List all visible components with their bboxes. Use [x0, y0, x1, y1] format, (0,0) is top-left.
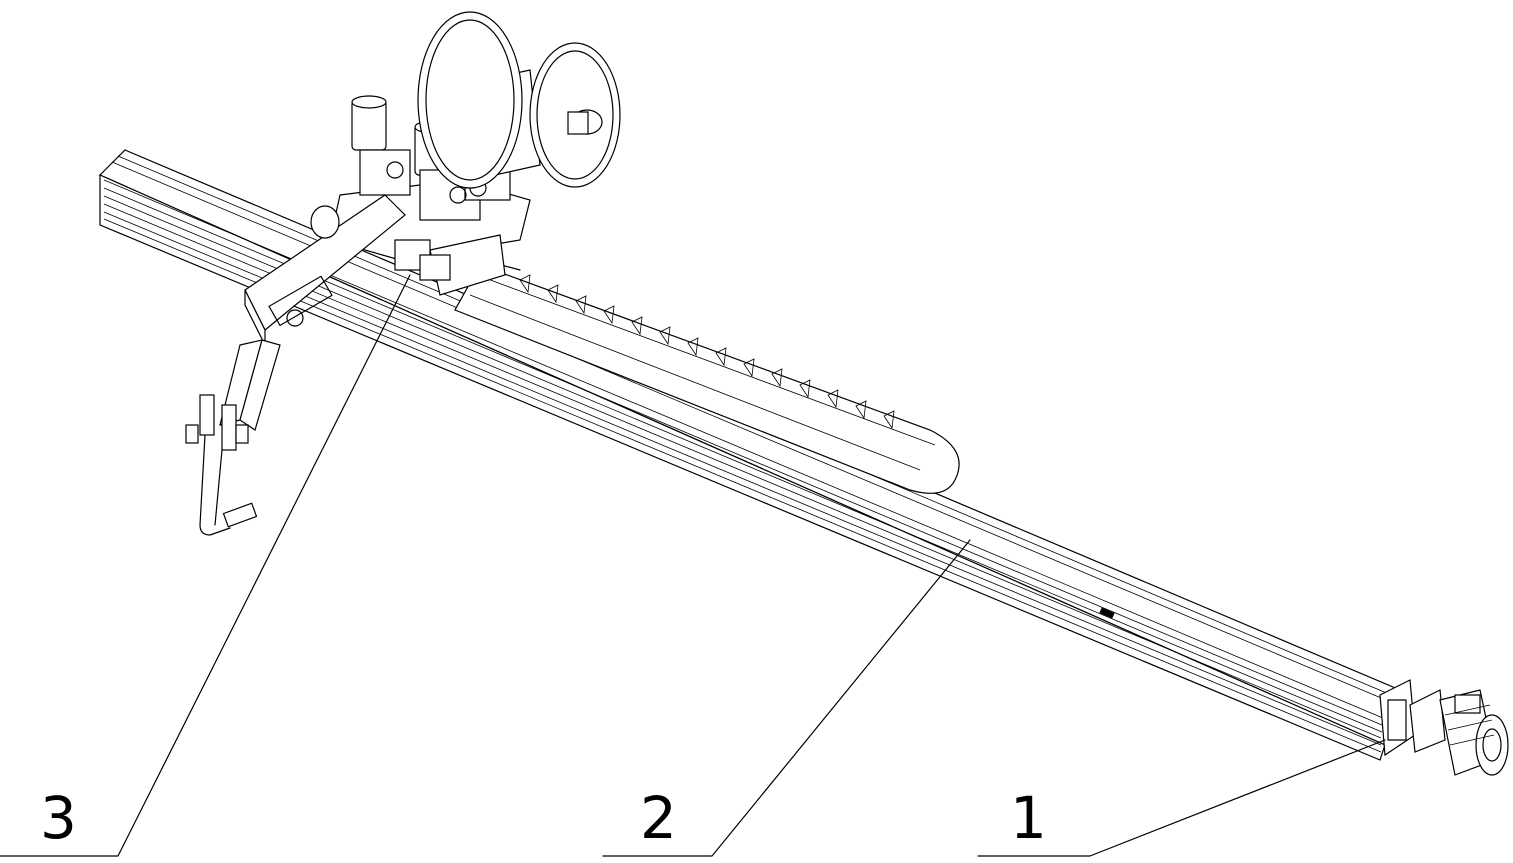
servo-motor [1409, 689, 1509, 776]
cable-drag-chain [454, 261, 960, 494]
callout-3: 3 [40, 784, 77, 852]
linear-rail [98, 149, 1416, 761]
callout-1: 1 [1010, 784, 1047, 852]
chain-links [519, 274, 895, 430]
callout-2: 2 [640, 784, 677, 852]
wire-spools [417, 11, 621, 189]
callouts: 3 2 1 [40, 784, 1047, 852]
leader-lines [0, 274, 1386, 857]
